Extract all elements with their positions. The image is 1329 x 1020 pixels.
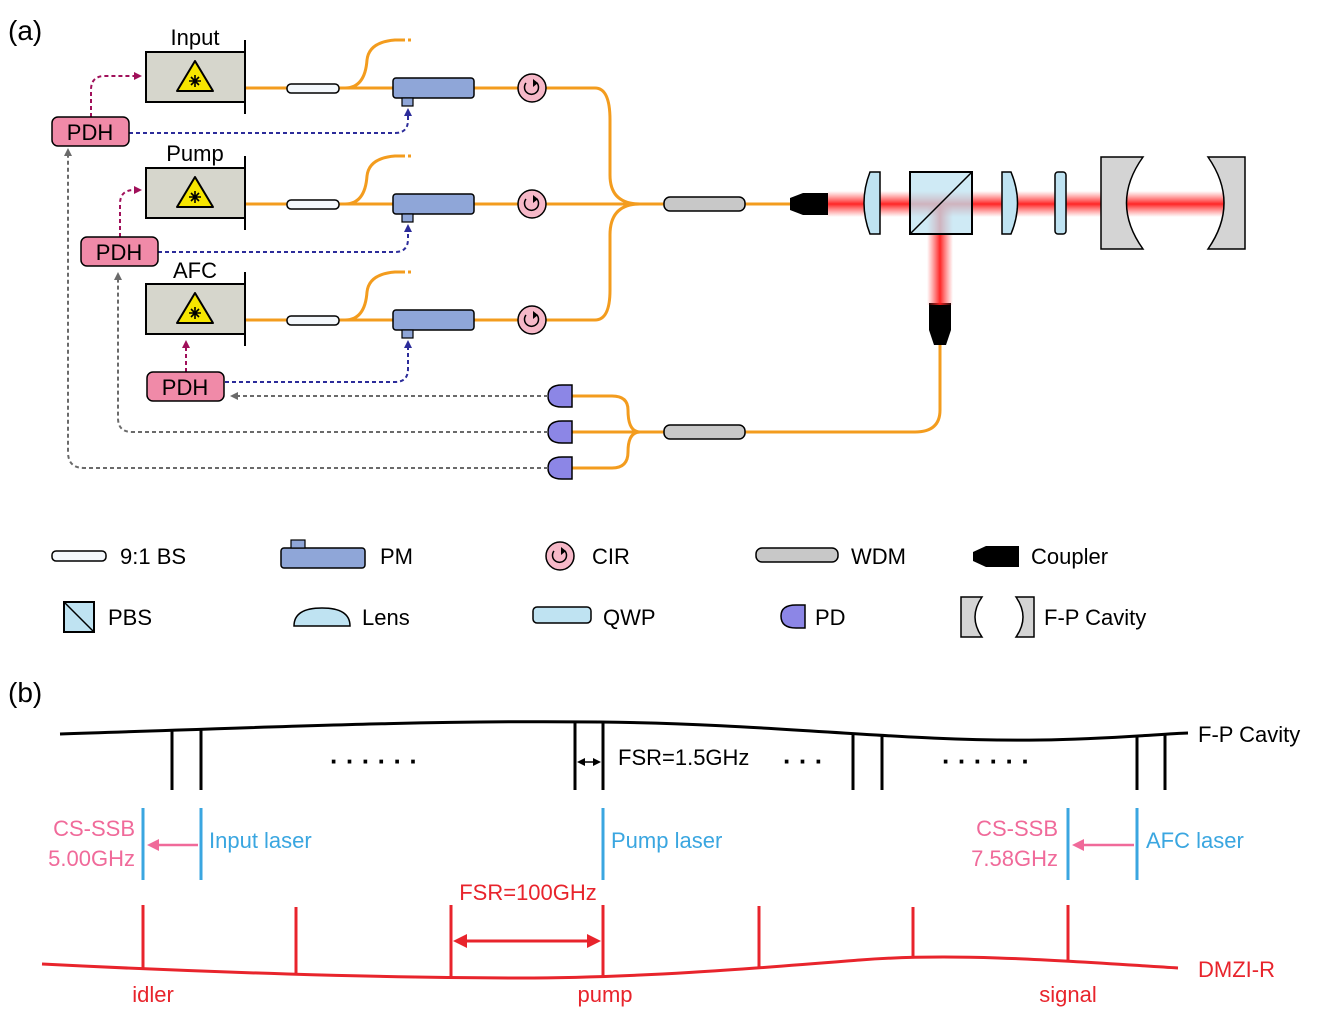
legend-pbs-label: PBS (108, 605, 152, 630)
pdh-box-afc: PDH (146, 371, 225, 402)
phase-modulators (392, 77, 475, 339)
laser-warning-icon (176, 60, 214, 92)
fiber-network (246, 38, 942, 470)
pdh-box-pump: PDH (80, 236, 159, 267)
fp-mirror-left (1100, 156, 1145, 250)
legend-pbs-swatch (63, 601, 95, 633)
laser-input: Input (145, 25, 246, 114)
legend-qwp-label: QWP (603, 605, 656, 630)
pd-icon (547, 456, 573, 480)
laser-label-pump: Pump (166, 141, 223, 166)
dmzi-label: DMZI-R (1198, 957, 1275, 982)
ellipsis-left: · · · · · · (330, 746, 418, 776)
qwp-plate (1054, 171, 1067, 235)
free-space-optics (863, 156, 1246, 250)
legend-pd-label: PD (815, 605, 846, 630)
ssb-right-line1: CS-SSB (976, 816, 1058, 841)
fsr-small-label: FSR=1.5GHz (618, 745, 749, 770)
pd-icon (547, 384, 573, 408)
pdh-boxes: PDH PDH PDH (51, 116, 225, 402)
legend-cir-label: CIR (592, 544, 630, 569)
dmzi-comb: FSR=100GHz DMZI-R idler pump signal (41, 880, 1275, 1007)
ssb-right-line2: 7.58GHz (971, 846, 1058, 871)
svg-text:PDH: PDH (162, 375, 208, 400)
legend-wdm-label: WDM (851, 544, 906, 569)
signal-label: signal (1039, 982, 1096, 1007)
lens-icon (863, 171, 881, 235)
legend-pm-swatch (280, 539, 366, 569)
legend-bs-label: 9:1 BS (120, 544, 186, 569)
afc-tap-fiber (344, 270, 402, 322)
legend-qwp-swatch (532, 606, 592, 624)
coupler-icon (929, 303, 951, 345)
couplers (790, 193, 951, 345)
svg-text:PDH: PDH (67, 120, 113, 145)
legend-wdm-swatch (755, 547, 839, 563)
circulator-icon (517, 305, 547, 335)
lens-icon (1001, 171, 1019, 235)
pdh-box-input: PDH (51, 116, 130, 147)
pump-tap-fiber (344, 154, 402, 206)
pd-icon (780, 604, 806, 629)
panel-a-label: (a) (8, 15, 42, 46)
fiber-open-ends (402, 38, 414, 274)
pump-label: pump (577, 982, 632, 1007)
coupler-icon (973, 546, 1019, 567)
fp-mirror-icon (1014, 596, 1035, 638)
laser-warning-icon (176, 292, 214, 324)
legend-bs-swatch (51, 550, 107, 562)
laser-warning-icon (176, 176, 214, 208)
laser-afc: AFC (145, 258, 246, 346)
photodiodes (547, 384, 573, 480)
legend-fp-label: F-P Cavity (1044, 605, 1146, 630)
free-space-beams (828, 191, 1240, 305)
legend-pm-label: PM (380, 544, 413, 569)
ssb-left-line1: CS-SSB (53, 816, 135, 841)
ellipsis-right: · · · · · · (942, 746, 1030, 776)
ssb-left-line2: 5.00GHz (48, 846, 135, 871)
pump-laser-label: Pump laser (611, 828, 722, 853)
coupler-icon (790, 193, 828, 215)
input-laser-label: Input laser (209, 828, 312, 853)
panel-b-label: (b) (8, 677, 42, 708)
wdms (663, 196, 746, 440)
fp-mirror-icon (960, 596, 984, 638)
pbs-cube (909, 171, 973, 235)
fp-cavity-comb: F-P Cavity · · · · · · · · · · · · · · ·… (59, 720, 1300, 790)
svg-text:PDH: PDH (96, 240, 142, 265)
input-tap-fiber (344, 38, 402, 90)
circulator-icon (517, 189, 547, 219)
fp-mirror-right (1206, 156, 1246, 250)
ellipsis-mid: · · · (783, 746, 823, 776)
legend-lens-label: Lens (362, 605, 410, 630)
circulators (517, 73, 547, 335)
beam-splitters (286, 83, 340, 326)
fsr-large-label: FSR=100GHz (459, 880, 597, 905)
laser-pump: Pump (145, 141, 246, 230)
afc-laser-label: AFC laser (1146, 828, 1244, 853)
lens-icon (293, 607, 351, 627)
fp-cavity-label: F-P Cavity (1198, 722, 1300, 747)
legend: 9:1 BS PM CIR WDM Coupler PBS Lens QWP P… (51, 539, 1146, 638)
legend-coupler-label: Coupler (1031, 544, 1108, 569)
circulator-icon (517, 73, 547, 103)
control-lines (64, 72, 548, 469)
circulator-icon (545, 541, 575, 571)
laser-label-input: Input (171, 25, 220, 50)
laser-lines (141, 808, 1139, 880)
idler-label: idler (132, 982, 174, 1007)
pd-icon (547, 420, 573, 444)
laser-label-afc: AFC (173, 258, 217, 283)
